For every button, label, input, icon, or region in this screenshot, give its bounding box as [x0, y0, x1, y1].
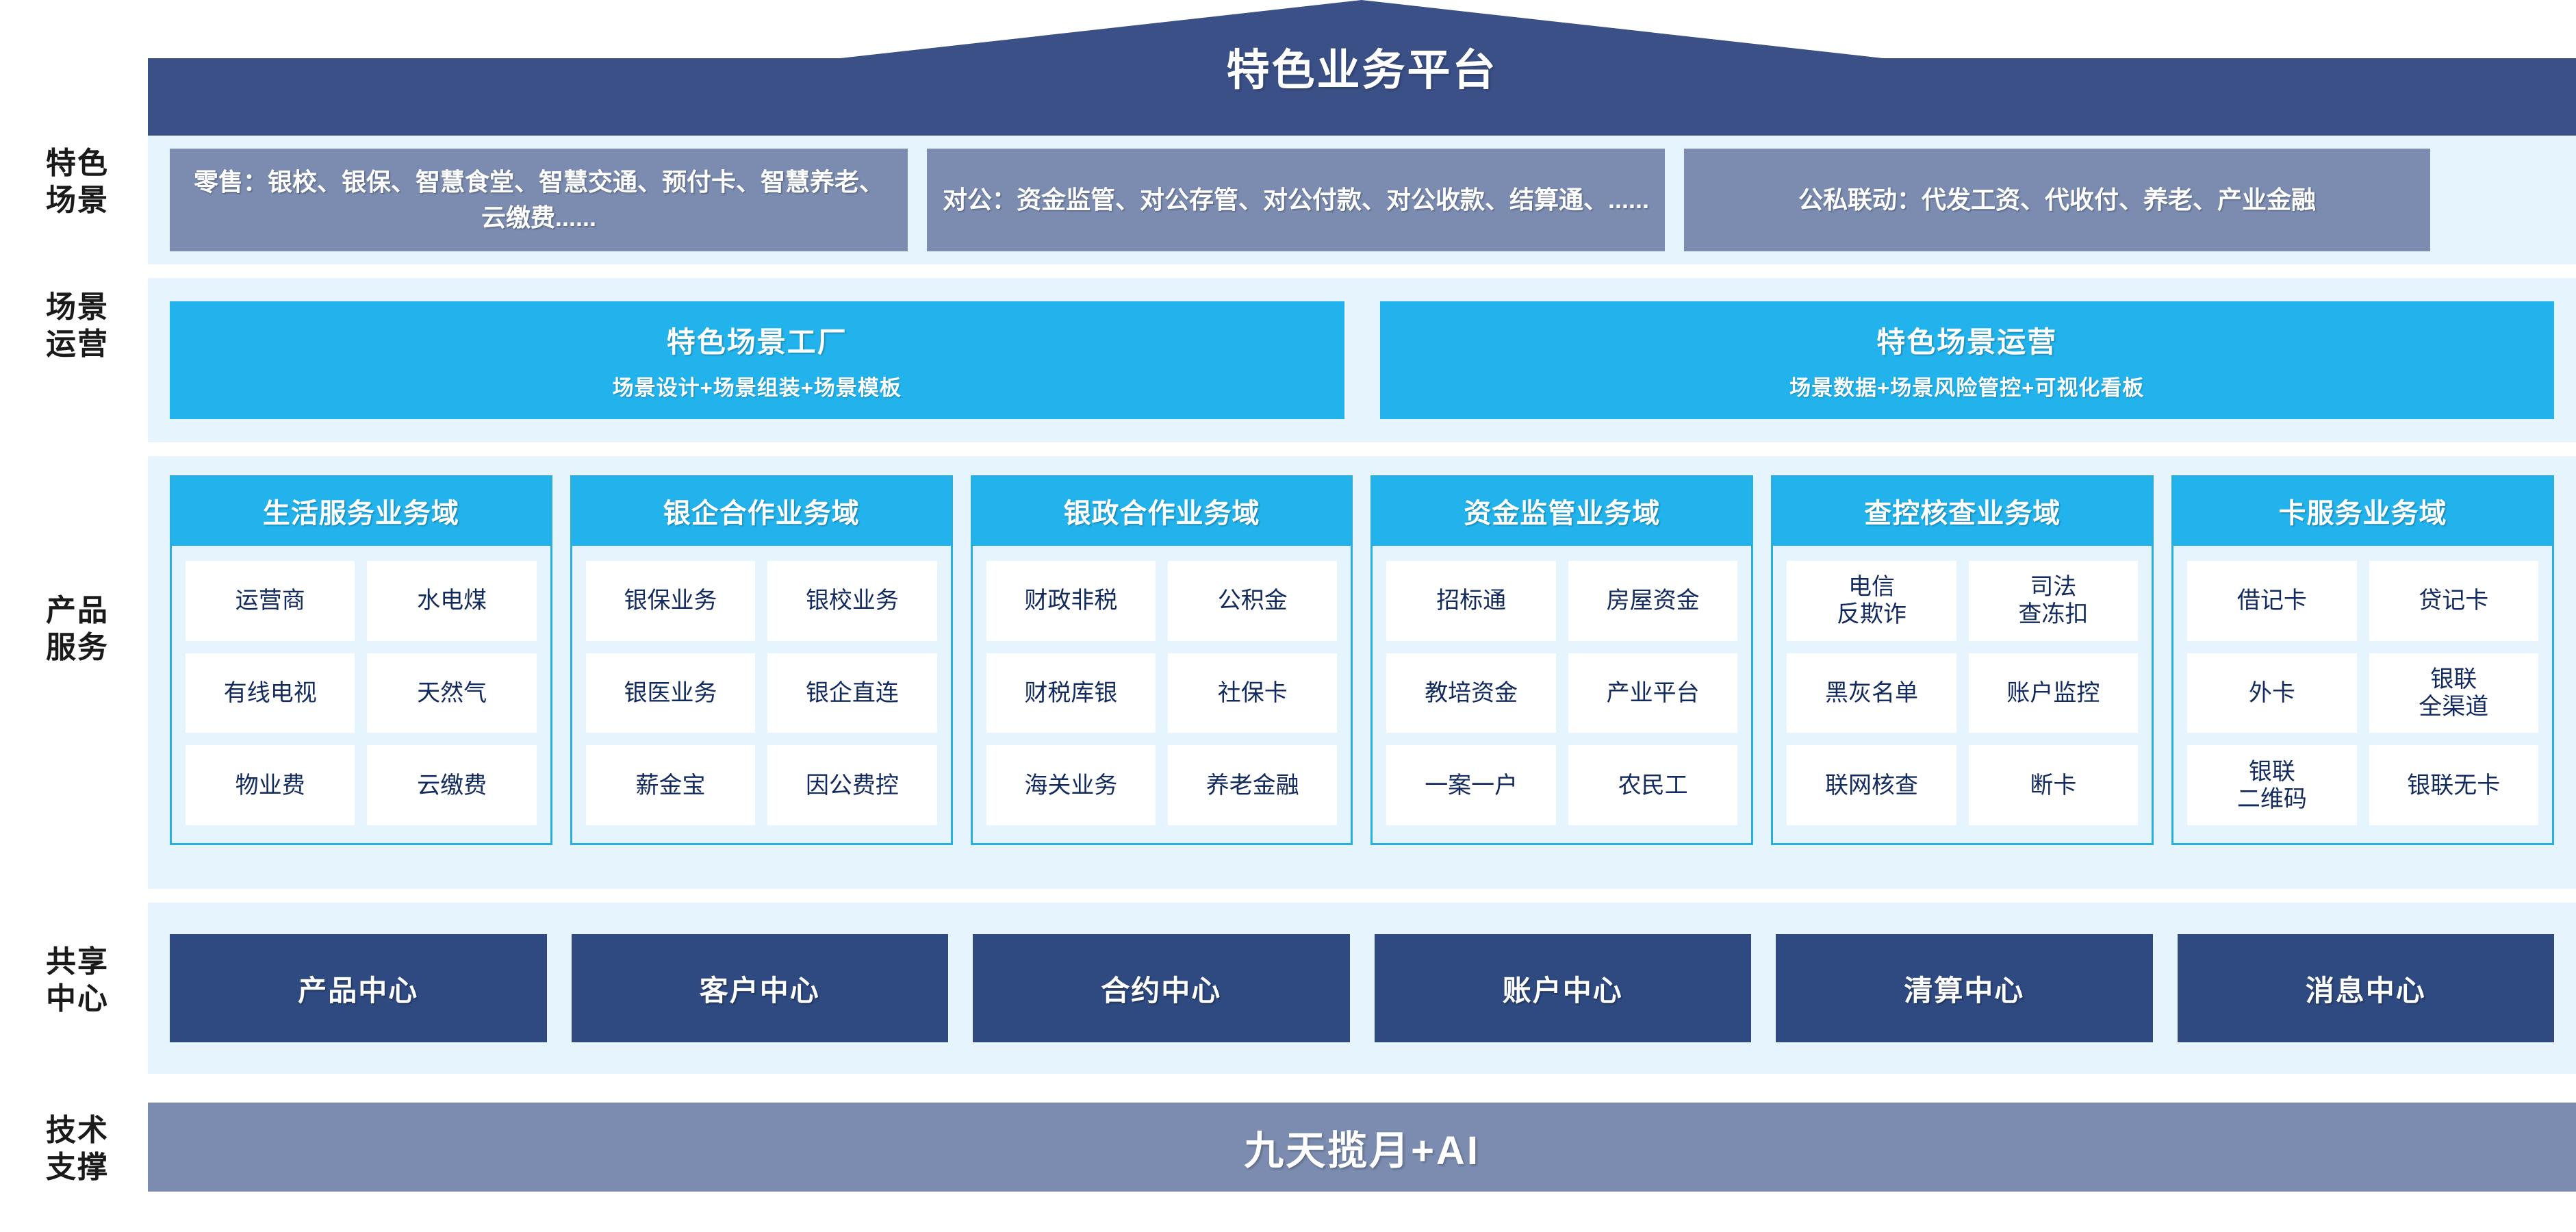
- ops-title: 特色场景运营: [1876, 326, 2058, 358]
- row-label-products: 产品 服务: [46, 594, 109, 664]
- row-label-operations: 场景 运营: [46, 290, 109, 361]
- row-label-shared-centers: 共享 中心: [46, 945, 109, 1016]
- domain-card[interactable]: 生活服务业务域运营商水电煤有线电视天然气物业费云缴费: [170, 475, 552, 845]
- domain-cell[interactable]: 银联无卡: [2369, 745, 2538, 825]
- shared-center-list: 产品中心客户中心合约中心账户中心清算中心消息中心: [148, 903, 2576, 1074]
- domain-cell-grid: 电信 反欺诈司法 查冻扣黑灰名单账户监控联网核查断卡: [1773, 546, 2152, 843]
- shared-center-box[interactable]: 消息中心: [2177, 934, 2554, 1042]
- domain-cell[interactable]: 薪金宝: [585, 745, 756, 825]
- products-band: 生活服务业务域运营商水电煤有线电视天然气物业费云缴费银企合作业务域银保业务银校业…: [148, 456, 2576, 889]
- domain-cell[interactable]: 司法 查冻扣: [1968, 561, 2139, 641]
- domain-title: 查控核查业务域: [1773, 477, 2152, 546]
- ops-subtitle: 场景设计+场景组装+场景模板: [612, 376, 902, 400]
- domain-cell[interactable]: 水电煤: [367, 561, 537, 641]
- roof-shape: [148, 0, 2576, 137]
- domain-card[interactable]: 资金监管业务域招标通房屋资金教培资金产业平台一案一户农民工: [1370, 475, 1754, 845]
- domain-cell[interactable]: 断卡: [1968, 745, 2139, 825]
- domain-cell[interactable]: 银校业务: [767, 561, 937, 641]
- shared-center-box[interactable]: 产品中心: [170, 934, 547, 1042]
- domain-cell[interactable]: 财政非税: [986, 561, 1156, 641]
- domain-cell[interactable]: 外卡: [2187, 653, 2357, 733]
- row-label-tech-support: 技术 支撑: [46, 1114, 109, 1184]
- domain-cell[interactable]: 教培资金: [1386, 653, 1556, 733]
- scenarios-band: 零售：银校、银保、智慧食堂、智慧交通、预付卡、智慧养老、云缴费...... 对公…: [148, 136, 2576, 264]
- shared-centers-band: 产品中心客户中心合约中心账户中心清算中心消息中心: [148, 903, 2576, 1074]
- domain-card-list: 生活服务业务域运营商水电煤有线电视天然气物业费云缴费银企合作业务域银保业务银校业…: [148, 456, 2576, 889]
- domain-cell[interactable]: 借记卡: [2187, 561, 2357, 641]
- domain-cell[interactable]: 一案一户: [1386, 745, 1556, 825]
- domain-title: 资金监管业务域: [1373, 477, 1752, 546]
- domain-card[interactable]: 银政合作业务域财政非税公积金财税库银社保卡海关业务养老金融: [970, 475, 1353, 845]
- shared-center-box[interactable]: 合约中心: [973, 934, 1350, 1042]
- operations-band: 特色场景工厂 场景设计+场景组装+场景模板 特色场景运营 场景数据+场景风险管控…: [148, 278, 2576, 442]
- domain-card[interactable]: 查控核查业务域电信 反欺诈司法 查冻扣黑灰名单账户监控联网核查断卡: [1771, 475, 2154, 845]
- domain-cell[interactable]: 海关业务: [986, 745, 1156, 825]
- domain-cell[interactable]: 有线电视: [186, 653, 355, 733]
- domain-title: 银政合作业务域: [972, 477, 1351, 546]
- scenario-box-corporate[interactable]: 对公：资金监管、对公存管、对公付款、对公收款、结算通、......: [927, 149, 1665, 251]
- domain-cell-grid: 财政非税公积金财税库银社保卡海关业务养老金融: [973, 546, 1351, 843]
- shared-center-box[interactable]: 账户中心: [1374, 934, 1751, 1042]
- domain-cell[interactable]: 银保业务: [585, 561, 756, 641]
- ops-subtitle: 场景数据+场景风险管控+可视化看板: [1789, 376, 2145, 400]
- domain-cell[interactable]: 银企直连: [767, 653, 937, 733]
- domain-cell[interactable]: 因公费控: [767, 745, 937, 825]
- page-title: 特色业务平台: [1226, 47, 1498, 95]
- domain-cell[interactable]: 招标通: [1386, 561, 1556, 641]
- domain-cell[interactable]: 物业费: [186, 745, 355, 825]
- ops-box-scene-operation[interactable]: 特色场景运营 场景数据+场景风险管控+可视化看板: [1379, 301, 2554, 419]
- domain-cell[interactable]: 云缴费: [367, 745, 537, 825]
- domain-cell[interactable]: 房屋资金: [1568, 561, 1738, 641]
- shared-center-box[interactable]: 客户中心: [571, 934, 948, 1042]
- domain-cell[interactable]: 财税库银: [986, 653, 1156, 733]
- scenario-box-linkage[interactable]: 公私联动：代发工资、代收付、养老、产业金融: [1684, 149, 2430, 251]
- domain-cell[interactable]: 账户监控: [1968, 653, 2139, 733]
- domain-cell[interactable]: 联网核查: [1787, 745, 1956, 825]
- domain-card[interactable]: 银企合作业务域银保业务银校业务银医业务银企直连薪金宝因公费控: [570, 475, 953, 845]
- domain-cell[interactable]: 银联 全渠道: [2369, 653, 2538, 733]
- domain-cell[interactable]: 电信 反欺诈: [1787, 561, 1956, 641]
- domain-cell-grid: 借记卡贷记卡外卡银联 全渠道银联 二维码银联无卡: [2173, 546, 2552, 843]
- scenario-box-retail[interactable]: 零售：银校、银保、智慧食堂、智慧交通、预付卡、智慧养老、云缴费......: [170, 149, 908, 251]
- domain-cell[interactable]: 公积金: [1168, 561, 1338, 641]
- domain-title: 卡服务业务域: [2173, 477, 2552, 546]
- domain-cell[interactable]: 运营商: [186, 561, 355, 641]
- domain-cell[interactable]: 黑灰名单: [1787, 653, 1956, 733]
- domain-cell[interactable]: 产业平台: [1568, 653, 1738, 733]
- domain-cell[interactable]: 银联 二维码: [2187, 745, 2357, 825]
- shared-center-box[interactable]: 清算中心: [1776, 934, 2153, 1042]
- ops-box-scene-factory[interactable]: 特色场景工厂 场景设计+场景组装+场景模板: [170, 301, 1344, 419]
- row-label-scenarios: 特色 场景: [46, 147, 109, 217]
- domain-cell[interactable]: 银医业务: [585, 653, 756, 733]
- tech-support-bar[interactable]: 九天揽月+AI: [148, 1103, 2576, 1192]
- domain-title: 生活服务业务域: [172, 477, 550, 546]
- domain-cell[interactable]: 农民工: [1568, 745, 1738, 825]
- domain-cell[interactable]: 贷记卡: [2369, 561, 2538, 641]
- domain-cell-grid: 运营商水电煤有线电视天然气物业费云缴费: [172, 546, 550, 843]
- ops-title: 特色场景工厂: [666, 326, 847, 358]
- domain-cell[interactable]: 天然气: [367, 653, 537, 733]
- domain-cell[interactable]: 社保卡: [1168, 653, 1338, 733]
- platform-banner: 特色业务平台: [148, 0, 2576, 137]
- domain-cell-grid: 招标通房屋资金教培资金产业平台一案一户农民工: [1373, 546, 1751, 843]
- domain-cell-grid: 银保业务银校业务银医业务银企直连薪金宝因公费控: [572, 546, 951, 843]
- domain-title: 银企合作业务域: [572, 477, 951, 546]
- domain-card[interactable]: 卡服务业务域借记卡贷记卡外卡银联 全渠道银联 二维码银联无卡: [2171, 475, 2554, 845]
- domain-cell[interactable]: 养老金融: [1168, 745, 1338, 825]
